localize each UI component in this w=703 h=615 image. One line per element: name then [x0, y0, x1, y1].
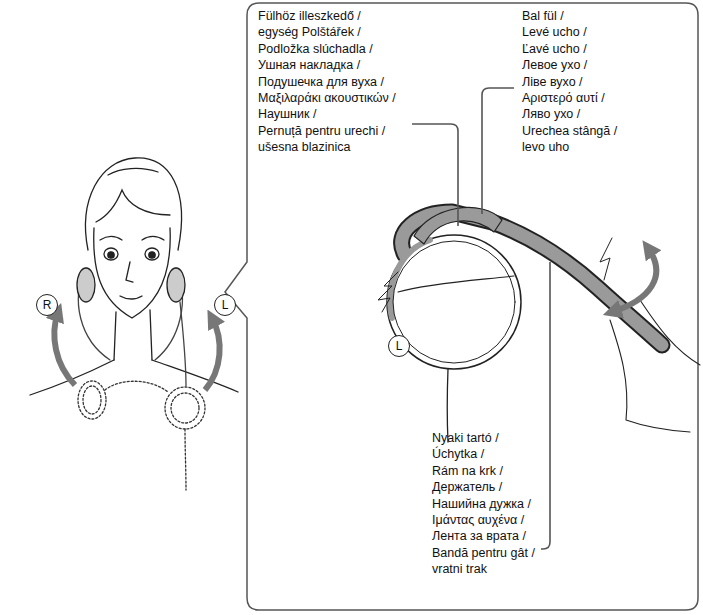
text-line: vratni trak — [432, 561, 602, 577]
text-line: Μαξιλαράκι ακουστικών / — [258, 90, 400, 106]
circle-letter: R — [43, 298, 52, 312]
text-line: Urechea stângă / — [522, 123, 644, 139]
text-line: L — [222, 298, 229, 312]
text-line: Наушник / — [258, 106, 400, 122]
text-line: Ľavé ucho / — [522, 41, 644, 57]
circled-letter: R — [36, 294, 58, 316]
part-name: Fülhöz illeszkedő / egység Polštářek / P… — [258, 8, 400, 156]
part-name: Nyaki tartó / Úchytka / Rám na krk / Дер… — [432, 430, 602, 578]
text-line: Rám na krk / — [432, 463, 602, 479]
text-line: Bal fül / — [522, 8, 644, 24]
text-line: Ушная накладка / — [258, 57, 400, 73]
text-line: Нашийна дужка / — [432, 496, 602, 512]
text-line: ušesna blazinica — [258, 139, 400, 155]
text-line: egység Polštářek / — [258, 24, 400, 40]
text-line: Ліве вухо / — [522, 74, 644, 90]
text-line: Ιμάντας αυχένα / — [432, 512, 602, 528]
circle-letter: L — [396, 339, 403, 353]
callout-panel — [225, 3, 698, 610]
adjust-arrow — [612, 248, 656, 312]
text-line: Держатель / — [432, 479, 602, 495]
part-name: Bal fül / Levé ucho / Ľavé ucho / Левое … — [522, 8, 644, 156]
text-line: levo uho — [522, 139, 644, 155]
callout-panel: L Fülhöz illeszkedő / egység Polštářek / … — [247, 3, 698, 610]
text-line: Levé ucho / — [522, 24, 644, 40]
leader-line — [412, 88, 550, 549]
circle-letter: L — [222, 298, 229, 312]
text-line: Левое ухо / — [522, 57, 644, 73]
person-figure — [30, 158, 238, 490]
text-line: Лента за врата / — [432, 528, 602, 544]
circled-letter: L — [214, 294, 236, 316]
text-line: Bandă pentru gât / — [432, 545, 602, 561]
text-line: L — [396, 339, 403, 353]
text-line: Ляво ухо / — [522, 106, 644, 122]
text-line: Podložka slúchadla / — [258, 41, 400, 57]
earpiece-closeup — [378, 207, 700, 442]
text-line: Αριστερό αυτί / — [522, 90, 644, 106]
text-line: R — [43, 298, 52, 312]
text-line: Pernuță pentru urechi / — [258, 123, 400, 139]
text-line: Úchytka / — [432, 446, 602, 462]
lift-arrow — [205, 318, 220, 390]
circled-letter: L — [388, 335, 410, 357]
lift-arrow — [54, 312, 75, 385]
text-line: Подушечка для вуха / — [258, 74, 400, 90]
text-line: Fülhöz illeszkedő / — [258, 8, 400, 24]
text-line: Nyaki tartó / — [432, 430, 602, 446]
